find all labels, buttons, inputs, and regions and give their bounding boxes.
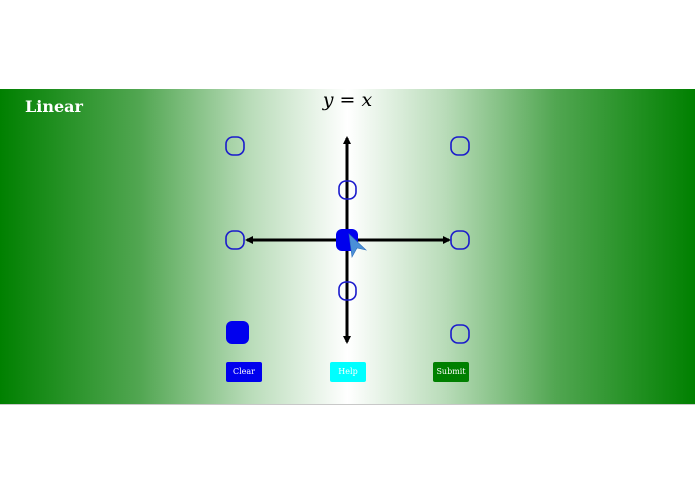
equation-label: y = x — [322, 89, 373, 111]
graph-area — [225, 136, 470, 344]
grid-point-top-right[interactable] — [450, 136, 470, 156]
submit-button[interactable]: Submit — [433, 362, 469, 382]
grid-point-bottom-right[interactable] — [450, 324, 470, 344]
grid-point-upper-center[interactable] — [338, 180, 357, 200]
grid-point-lower-center[interactable] — [338, 281, 357, 301]
grid-point-middle-left[interactable] — [225, 230, 245, 250]
mouse-cursor-icon — [348, 233, 368, 258]
grid-point-top-left[interactable] — [225, 136, 245, 156]
help-button[interactable]: Help — [330, 362, 366, 382]
grid-point-middle-right[interactable] — [450, 230, 470, 250]
game-board: Linear y = x Clear Help Submit — [0, 89, 695, 405]
grid-point-bottom-left-selected[interactable] — [226, 321, 249, 344]
level-title: Linear — [25, 97, 83, 116]
clear-button[interactable]: Clear — [226, 362, 262, 382]
